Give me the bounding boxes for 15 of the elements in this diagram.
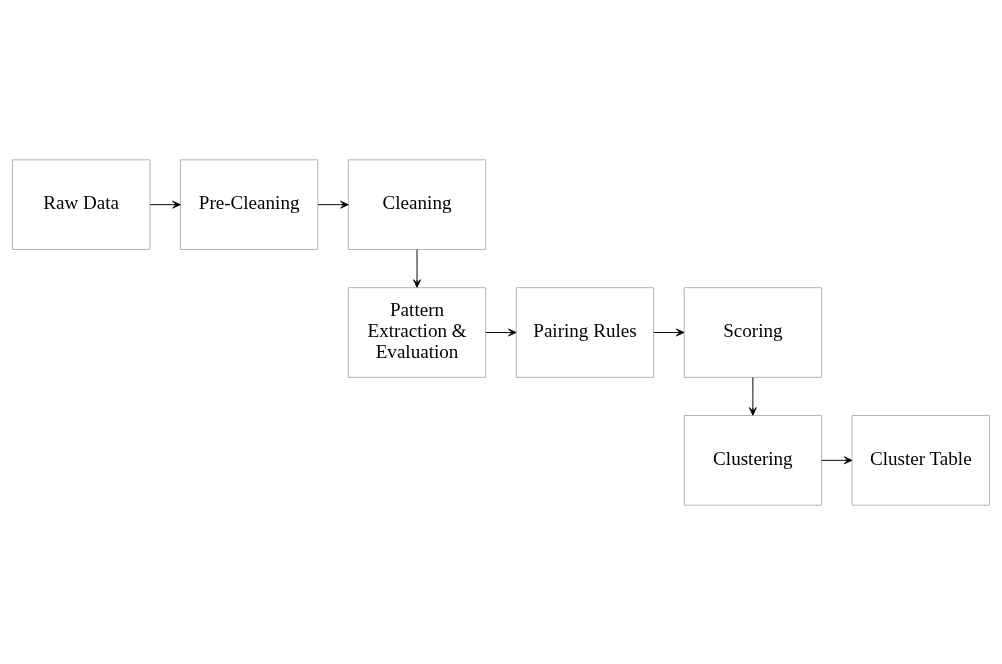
node-box: Clustering: [683, 414, 823, 506]
node-box: Pairing Rules: [515, 286, 655, 378]
arrow: [413, 248, 421, 288]
arrow: [748, 376, 757, 416]
arrow: [485, 328, 517, 336]
node-box: Cluster Table: [851, 414, 990, 506]
node-box: Raw Data: [12, 158, 151, 250]
node-box: Scoring: [683, 286, 823, 378]
arrow: [317, 200, 349, 209]
arrow: [821, 455, 853, 464]
node-box: Pattern Extraction & Evaluation: [347, 286, 487, 378]
node-box: Pre-Cleaning: [179, 158, 319, 250]
arrow: [653, 328, 685, 336]
node-box: Cleaning: [347, 158, 487, 250]
arrow: [149, 200, 181, 209]
